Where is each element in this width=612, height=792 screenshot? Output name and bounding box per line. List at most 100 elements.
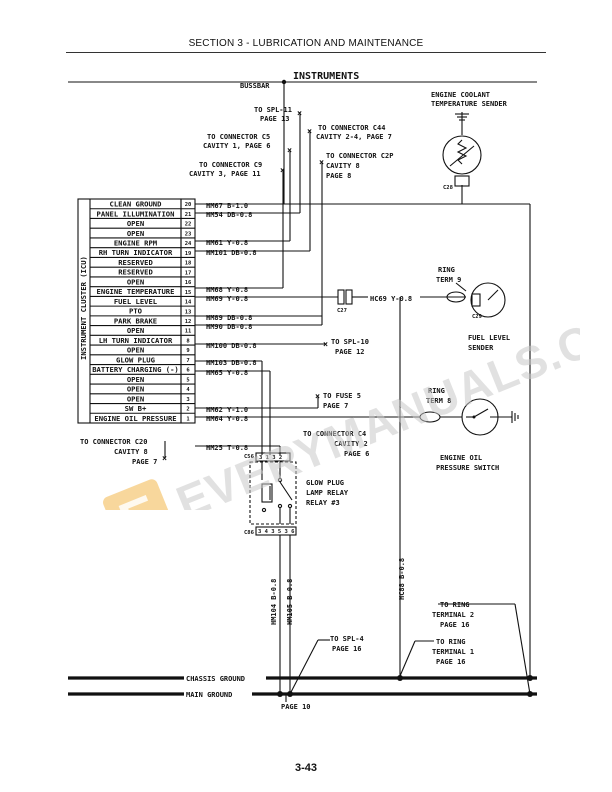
cluster-row-pin: 11 bbox=[185, 329, 192, 335]
cluster-row-pin: 21 bbox=[185, 212, 192, 218]
cluster-row-pin: 18 bbox=[185, 261, 192, 267]
cluster-row-label: PARK BRAKE bbox=[114, 316, 157, 325]
wire-end-markers: × × × × × × × × bbox=[162, 108, 328, 463]
cluster-row-pin: 20 bbox=[185, 202, 192, 208]
cluster-row-pin: 5 bbox=[186, 377, 189, 383]
callout-rt1-line3: PAGE 16 bbox=[436, 658, 466, 666]
svg-text:×: × bbox=[287, 145, 292, 155]
callout-rt2-line1: TO RING bbox=[440, 601, 470, 609]
fuel-label-line1: FUEL LEVEL bbox=[468, 334, 510, 342]
cluster-row-pin: 12 bbox=[185, 319, 192, 325]
wire-hm104: HM104 B-0.8 bbox=[270, 579, 278, 625]
cluster-row-pin: 7 bbox=[186, 358, 189, 364]
callout-c44-line1: TO CONNECTOR C44 bbox=[318, 124, 385, 132]
cluster-row-label: ENGINE RPM bbox=[114, 238, 158, 247]
connector-c27: C27 bbox=[337, 308, 347, 314]
wire-labels: HM67 B-1.0 HM54 DB-0.8 HM61 Y-0.8 HM101 … bbox=[206, 202, 412, 625]
cluster-row-pin: 9 bbox=[186, 348, 189, 354]
cluster-row-pin: 1 bbox=[186, 416, 190, 422]
cluster-row-pin: 13 bbox=[185, 309, 192, 315]
fuel-label-line2: SENDER bbox=[468, 344, 494, 352]
cluster-row-label: OPEN bbox=[127, 346, 144, 355]
ring8-line1: RING bbox=[428, 387, 445, 395]
cluster-row-pin: 19 bbox=[185, 251, 192, 257]
callout-spl11-line2: PAGE 13 bbox=[260, 115, 290, 123]
svg-text:×: × bbox=[315, 391, 320, 401]
cluster-row-label: ENGINE OIL PRESSURE bbox=[94, 414, 176, 423]
coolant-label-line1: ENGINE COOLANT bbox=[431, 91, 490, 99]
wire-hm25: HM25 T-0.8 bbox=[206, 444, 248, 452]
callout-c20-line2: CAVITY 8 bbox=[114, 448, 148, 456]
wire-hm61: HM61 Y-0.8 bbox=[206, 239, 248, 247]
chassis-ground-label: CHASSIS GROUND bbox=[186, 675, 245, 683]
callout-fuse5-line2: PAGE 7 bbox=[323, 402, 348, 410]
section-header: SECTION 3 - LUBRICATION AND MAINTENANCE bbox=[188, 38, 424, 49]
callout-c9-line2: CAVITY 3, PAGE 11 bbox=[189, 170, 261, 178]
wire-hm69: HM69 Y-0.8 bbox=[206, 295, 248, 303]
ring8-line2: TERM 8 bbox=[426, 397, 451, 405]
cluster-row-label: OPEN bbox=[127, 277, 144, 286]
wire-hm100: HM100 DB-0.8 bbox=[206, 342, 257, 350]
callout-c4-line3: PAGE 6 bbox=[344, 450, 369, 458]
cluster-row-label: ENGINE TEMPERATURE bbox=[97, 287, 175, 296]
cluster-row-label: RH TURN INDICATOR bbox=[99, 248, 173, 257]
cluster-row-label: BATTERY CHARGING (-) bbox=[92, 365, 179, 374]
bussbar-label: BUSSBAR bbox=[240, 82, 270, 90]
cluster-row-label: CLEAN GROUND bbox=[110, 200, 162, 209]
cluster-row-label: OPEN bbox=[127, 394, 144, 403]
page-number: 3-43 bbox=[294, 762, 318, 774]
oil-label-line2: PRESSURE SWITCH bbox=[436, 464, 499, 472]
cluster-row-label: OPEN bbox=[127, 229, 144, 238]
connector-c86: C86 bbox=[244, 530, 255, 536]
relay-pins-bottom: 3 4 3 5 3 6 bbox=[258, 529, 295, 535]
glow-plug-relay: C56 3 1 3 2 C86 3 4 3 5 3 6 GLOW PLUG LA… bbox=[244, 452, 349, 694]
svg-text:×: × bbox=[307, 126, 312, 136]
callout-rt2-line2: TERMINAL 2 bbox=[432, 611, 474, 619]
cluster-row-pin: 23 bbox=[185, 231, 192, 237]
diagram-title: INSTRUMENTS bbox=[293, 71, 359, 82]
relay-label-line3: RELAY #3 bbox=[306, 499, 340, 507]
fuel-level-sender: C27 RING TERM 9 C29 FUEL LEVEL SENDER bbox=[337, 266, 510, 352]
ring9-line1: RING bbox=[438, 266, 455, 274]
wire-hm67: HM67 B-1.0 bbox=[206, 202, 248, 210]
svg-text:×: × bbox=[319, 157, 324, 167]
coolant-label-line2: TEMPERATURE SENDER bbox=[431, 100, 508, 108]
relay-label-line1: GLOW PLUG bbox=[306, 479, 344, 487]
callout-c44-line2: CAVITY 2-4, PAGE 7 bbox=[316, 133, 392, 141]
callout-c5-line2: CAVITY 1, PAGE 6 bbox=[203, 142, 270, 150]
callout-spl10-line1: TO SPL-10 bbox=[331, 338, 369, 346]
cluster-row-pin: 6 bbox=[186, 368, 190, 374]
wire-hm54: HM54 DB-0.8 bbox=[206, 211, 252, 219]
cluster-pin-strip bbox=[180, 198, 196, 424]
wire-hm89: HM89 DB-0.8 bbox=[206, 314, 252, 322]
svg-text:×: × bbox=[297, 108, 302, 118]
cluster-row-pin: 14 bbox=[185, 300, 192, 306]
cluster-row-label: OPEN bbox=[127, 375, 144, 384]
callout-c20-line1: TO CONNECTOR C20 bbox=[80, 438, 147, 446]
wire-hm103: HM103 DB-0.8 bbox=[206, 359, 257, 367]
callout-fuse5-line1: TO FUSE 5 bbox=[323, 392, 361, 400]
cluster-row-pin: 2 bbox=[186, 407, 189, 413]
cluster-row-pin: 4 bbox=[186, 387, 190, 393]
wire-hm101: HM101 DB-0.8 bbox=[206, 249, 257, 257]
cluster-wires bbox=[164, 79, 531, 678]
callout-c4-line2: CAVITY 2 bbox=[334, 440, 368, 448]
wire-hm68: HM68 Y-0.8 bbox=[206, 286, 248, 294]
callout-page10: PAGE 10 bbox=[281, 703, 311, 711]
callout-rt2-line3: PAGE 16 bbox=[440, 621, 470, 629]
relay-pins-top: 3 1 3 2 bbox=[259, 455, 282, 461]
oil-pressure-switch: RING TERM 8 ENGINE OIL PRESSURE SWITCH bbox=[419, 387, 519, 472]
callout-spl11-line1: TO SPL-11 bbox=[254, 106, 292, 114]
wire-hm62: HM62 Y-1.0 bbox=[206, 406, 248, 414]
connector-c28: C28 bbox=[443, 185, 453, 191]
wire-hc69: HC69 Y-0.8 bbox=[370, 295, 412, 303]
cluster-row-label: LH TURN INDICATOR bbox=[99, 336, 173, 345]
wire-hm90: HM90 DB-0.8 bbox=[206, 323, 252, 331]
cluster-row-label: SW B+ bbox=[125, 404, 147, 413]
wire-hm65: HM65 Y-0.8 bbox=[206, 369, 248, 377]
callout-c2p-line2: CAVITY 8 bbox=[326, 162, 360, 170]
cluster-row-pin: 15 bbox=[185, 290, 192, 296]
header-rule bbox=[66, 52, 546, 53]
